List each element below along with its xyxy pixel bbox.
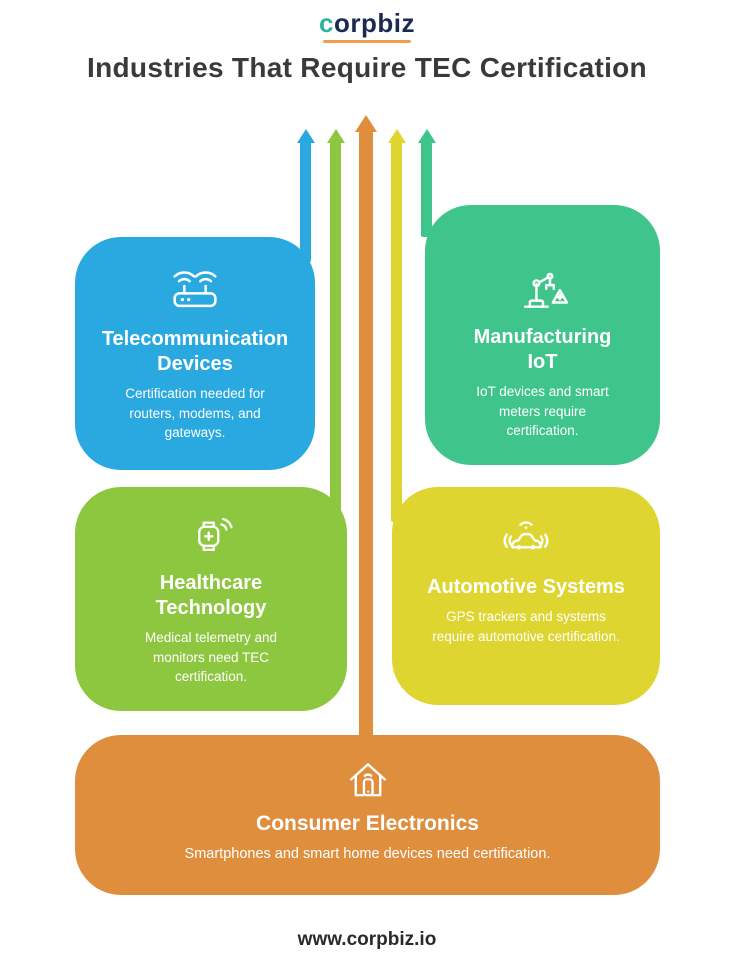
card-title: Healthcare Technology <box>155 572 267 619</box>
card-manufacturing-iot: Manufacturing IoT IoT devices and smart … <box>425 205 660 465</box>
card-description: IoT devices and smart meters require cer… <box>476 384 609 439</box>
footer-url: www.corpbiz.io <box>297 929 437 950</box>
card-description: Certification needed for routers, modems… <box>125 386 265 441</box>
card-description: Medical telemetry and monitors need TEC … <box>144 630 278 685</box>
connector-manufacturing <box>417 129 436 237</box>
card-title: Manufacturing IoT <box>473 326 612 373</box>
connected-car-icon <box>496 507 556 567</box>
arrow-up-icon <box>387 129 406 143</box>
card-healthcare-technology: Healthcare Technology Medical telemetry … <box>75 487 347 711</box>
card-consumer-electronics: Consumer Electronics Smartphones and sma… <box>75 735 660 895</box>
page-title: Industries That Require TEC Certificatio… <box>87 52 647 83</box>
connector-consumer <box>355 115 377 781</box>
logo-letter-c: c <box>319 8 334 38</box>
arrow-up-icon <box>417 129 436 143</box>
logo-wordmark: corpbiz <box>0 10 734 36</box>
connector-telecommunication <box>296 129 315 262</box>
robot-arm-icon <box>513 257 573 317</box>
card-automotive-systems: Automotive Systems GPS trackers and syst… <box>392 487 660 705</box>
arrow-up-icon <box>326 129 345 143</box>
connector-healthcare <box>326 129 345 522</box>
card-title: Consumer Electronics <box>256 812 479 835</box>
card-title: Automotive Systems <box>427 576 625 598</box>
arrow-up-icon <box>355 115 377 132</box>
connector-automotive <box>387 129 406 522</box>
logo: corpbiz <box>0 10 734 43</box>
smart-home-icon <box>339 749 397 807</box>
card-description: Smartphones and smart home devices need … <box>184 846 551 863</box>
logo-tagline <box>323 40 411 43</box>
card-telecommunication-devices: Telecommunication Devices Certification … <box>75 237 315 470</box>
card-description: GPS trackers and systems require automot… <box>432 609 620 644</box>
smartwatch-icon <box>182 505 240 563</box>
router-icon <box>164 257 226 319</box>
arrow-up-icon <box>296 129 315 143</box>
logo-wordmark-rest: orpbiz <box>333 8 415 38</box>
card-title: Telecommunication Devices <box>101 328 289 375</box>
